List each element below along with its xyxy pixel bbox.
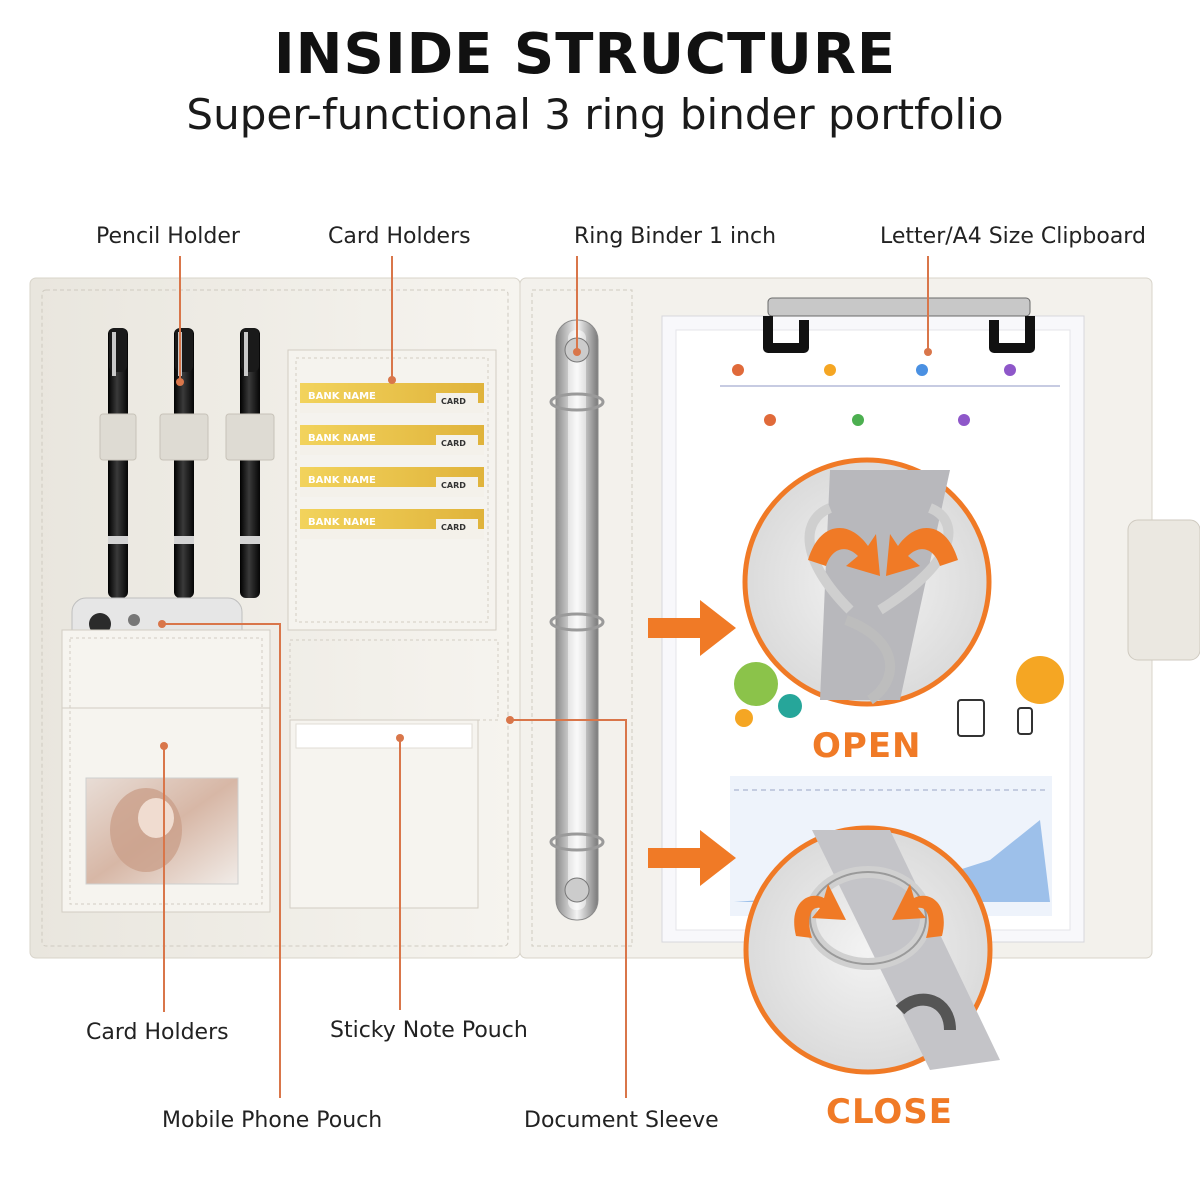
ring-close-zoom bbox=[743, 825, 1000, 1075]
bank-card-tag: CARD bbox=[441, 523, 466, 532]
bank-card-tag: CARD bbox=[441, 481, 466, 490]
close-arrow-left bbox=[794, 884, 846, 938]
left-panel-stitch bbox=[41, 289, 509, 947]
leader-lines bbox=[162, 256, 929, 1098]
sticky-note-pouch bbox=[289, 719, 479, 909]
pointer-arrow-close bbox=[648, 830, 736, 886]
label-pencil-holder: Pencil Holder bbox=[96, 224, 240, 249]
bank-card-name: BANK NAME bbox=[308, 517, 376, 528]
label-sticky-note-pouch: Sticky Note Pouch bbox=[330, 1018, 528, 1043]
pen-2 bbox=[159, 328, 209, 598]
bank-card-4: BANK NAME CARD bbox=[300, 509, 484, 539]
pointer-arrow-open bbox=[648, 600, 736, 656]
leader-dots bbox=[158, 348, 932, 750]
pen-1 bbox=[99, 328, 137, 598]
label-document-sleeve: Document Sleeve bbox=[524, 1108, 719, 1133]
open-arrow-right bbox=[886, 527, 958, 576]
close-arrow-right bbox=[892, 884, 944, 938]
bank-card-name: BANK NAME bbox=[308, 433, 376, 444]
label-clipboard: Letter/A4 Size Clipboard bbox=[880, 224, 1146, 249]
clipboard-clip bbox=[763, 297, 1035, 353]
ring-open-zoom bbox=[742, 457, 992, 707]
bank-card-name: BANK NAME bbox=[308, 475, 376, 486]
bank-card-3: BANK NAME CARD bbox=[300, 467, 484, 497]
bank-card-name: BANK NAME bbox=[308, 391, 376, 402]
bank-card-2: BANK NAME CARD bbox=[300, 425, 484, 455]
pen-3 bbox=[225, 328, 275, 598]
open-label: OPEN bbox=[812, 726, 922, 766]
bank-card-tag: CARD bbox=[441, 397, 466, 406]
open-arrow-left bbox=[808, 527, 880, 576]
page-title: INSIDE STRUCTURE bbox=[273, 22, 897, 87]
label-mobile-phone-pouch: Mobile Phone Pouch bbox=[162, 1108, 383, 1133]
page-subtitle: Super-functional 3 ring binder portfolio bbox=[186, 90, 1004, 139]
spine-stitch bbox=[531, 289, 633, 947]
label-card-holders-bottom: Card Holders bbox=[86, 1020, 229, 1045]
bank-card-tag: CARD bbox=[441, 439, 466, 448]
close-label: CLOSE bbox=[826, 1092, 954, 1132]
bank-card-1: BANK NAME CARD bbox=[300, 383, 484, 413]
closure-strap bbox=[1127, 519, 1200, 661]
label-ring-binder: Ring Binder 1 inch bbox=[574, 224, 777, 249]
label-card-holders-top: Card Holders bbox=[328, 224, 471, 249]
ring-binder bbox=[549, 319, 605, 921]
